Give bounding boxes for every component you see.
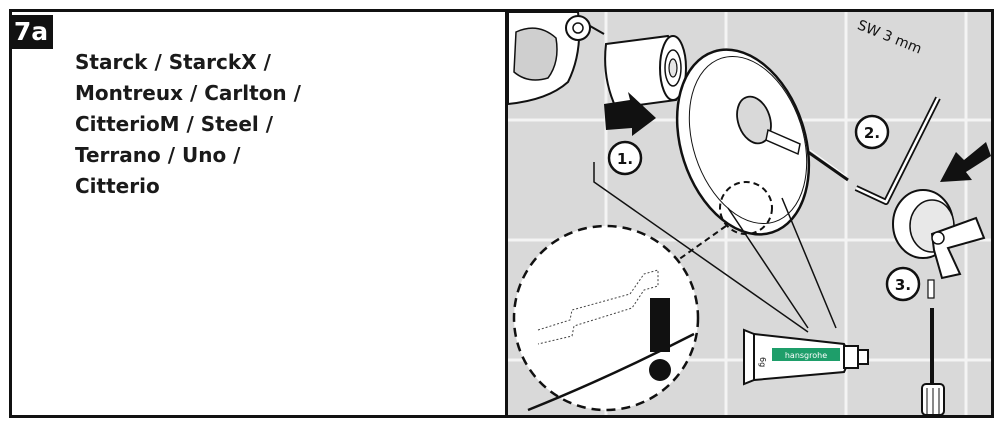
warning-mark-icon bbox=[649, 298, 671, 381]
screwdriver-icon bbox=[921, 279, 945, 415]
installation-illustration: SW 3 mm 1. 2. 3. bbox=[508, 12, 991, 415]
model-line: Terrano / Uno / bbox=[75, 143, 241, 167]
cross-handle bbox=[892, 189, 986, 280]
illustration-canvas: SW 3 mm 1. 2. 3. bbox=[508, 12, 991, 415]
step-badge: 7a bbox=[9, 15, 53, 49]
model-line: Starck / StarckX / bbox=[75, 50, 271, 74]
tube-amount: 6g bbox=[758, 357, 767, 367]
valve-body bbox=[508, 12, 605, 106]
step-marker-1: 1. bbox=[607, 140, 643, 176]
panel-divider bbox=[505, 9, 508, 418]
model-line: Citterio bbox=[75, 174, 160, 198]
arrow-icon bbox=[604, 92, 656, 136]
svg-text:3.: 3. bbox=[895, 276, 911, 294]
set-screw bbox=[807, 149, 849, 182]
arrow-icon bbox=[940, 142, 991, 182]
model-list: Starck / StarckX / Montreux / Carlton / … bbox=[75, 47, 375, 202]
svg-text:2.: 2. bbox=[864, 124, 880, 142]
hex-key-icon bbox=[854, 96, 941, 205]
escutcheon-plate bbox=[593, 48, 811, 333]
step-marker-2: 2. bbox=[854, 114, 890, 150]
brand-label bbox=[772, 348, 840, 361]
brand-name: hansgrohe bbox=[785, 351, 827, 360]
extension-sleeve bbox=[604, 34, 687, 110]
model-line: Montreux / Carlton / bbox=[75, 81, 301, 105]
model-line: CitterioM / Steel / bbox=[75, 112, 274, 136]
step-marker-3: 3. bbox=[885, 266, 921, 302]
grease-tube: hansgrohe 6g bbox=[743, 328, 869, 386]
svg-text:1.: 1. bbox=[617, 150, 633, 168]
